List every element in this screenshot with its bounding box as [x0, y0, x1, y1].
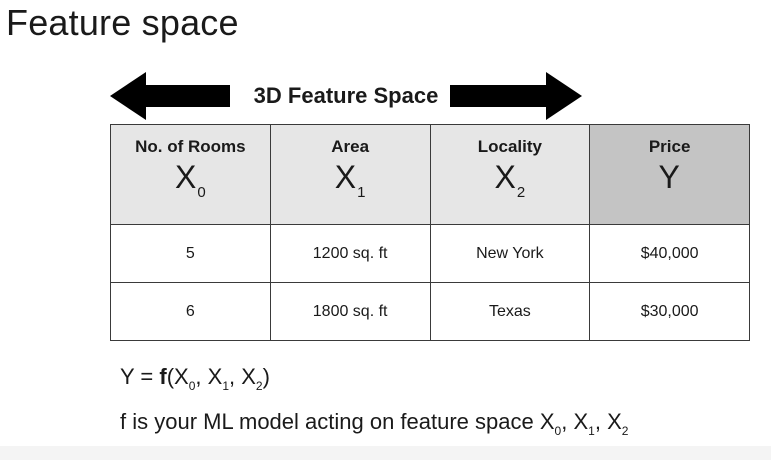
model-description: f is your ML model acting on feature spa… [120, 409, 629, 438]
banner-label: 3D Feature Space [241, 83, 451, 109]
table-cell: Texas [429, 282, 591, 341]
column-header-area: Area X1 [269, 124, 431, 225]
bottom-band [0, 446, 771, 460]
table-cell: 6 [110, 282, 271, 341]
slide-title: Feature space [6, 2, 239, 43]
table-row: 6 1800 sq. ft Texas $30,000 [110, 282, 750, 341]
column-name: Area [331, 137, 370, 156]
feature-table: No. of Rooms X0 Area X1 Locality X2 Pric… [110, 124, 750, 341]
header-row: No. of Rooms X0 Area X1 Locality X2 Pric… [110, 124, 750, 225]
model-formula: Y = f(X0, X1, X2) [120, 364, 270, 393]
column-symbol: X0 [175, 159, 206, 201]
table-cell: 1800 sq. ft [269, 282, 431, 341]
column-name: Locality [477, 137, 542, 156]
table-row: 5 1200 sq. ft New York $40,000 [110, 224, 750, 283]
left-arrow-icon [110, 72, 230, 120]
table-cell: 5 [110, 224, 271, 283]
table-cell: 1200 sq. ft [269, 224, 431, 283]
column-symbol: Y [658, 159, 680, 195]
column-name: No. of Rooms [135, 137, 246, 156]
double-arrow-icon [110, 72, 582, 120]
column-symbol: X1 [334, 159, 366, 201]
column-header-price: Price Y [589, 124, 750, 225]
column-header-locality: Locality X2 [429, 124, 591, 225]
column-name: Price [648, 137, 691, 156]
table-cell: $40,000 [589, 224, 750, 283]
feature-space-banner: 3D Feature Space [110, 70, 582, 122]
right-arrow-icon [450, 72, 582, 120]
table-cell: New York [429, 224, 591, 283]
column-symbol: X2 [494, 159, 526, 201]
column-header-rooms: No. of Rooms X0 [110, 124, 271, 225]
table-cell: $30,000 [589, 282, 750, 341]
